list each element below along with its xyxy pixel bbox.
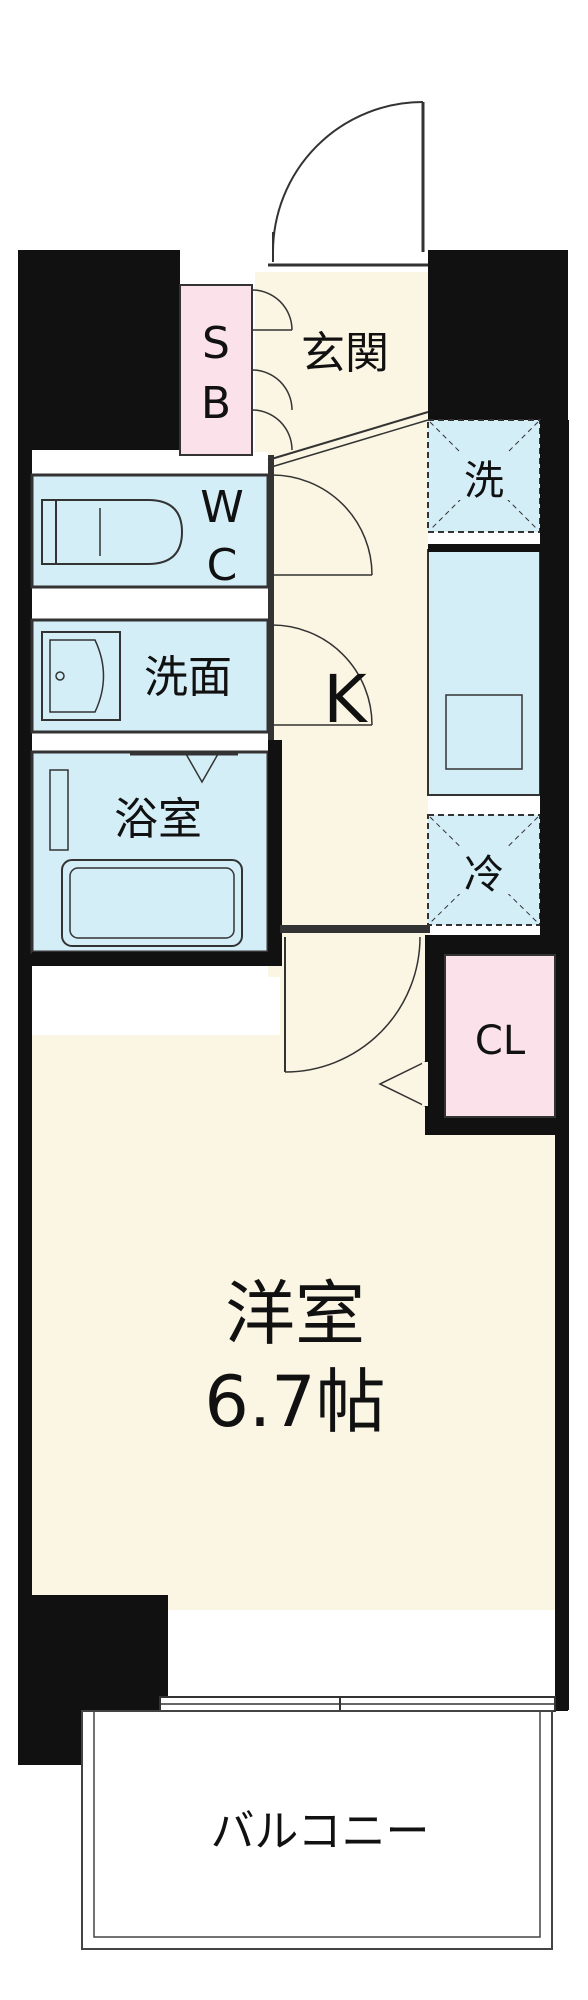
washroom-door-arc bbox=[271, 624, 373, 726]
shoe-box-label-b: B bbox=[201, 378, 231, 429]
wall-entrance-top bbox=[268, 250, 428, 272]
entrance-step-line-2 bbox=[267, 419, 429, 469]
kitchen-sink bbox=[445, 694, 523, 770]
washroom-label: 洗面 bbox=[144, 652, 232, 703]
shoe-box-door-arc-2 bbox=[251, 369, 293, 411]
toilet-door-arc bbox=[271, 474, 373, 576]
partition-wet-bottom bbox=[32, 952, 280, 966]
closet-door-triangle bbox=[378, 1061, 426, 1107]
western-room-upper-floor bbox=[280, 930, 430, 1040]
toilet-bowl-tank bbox=[41, 499, 57, 565]
fridge-label: 冷 bbox=[464, 852, 504, 898]
balcony-inner bbox=[93, 1710, 541, 1938]
western-room-size-label: 6.7帖 bbox=[204, 1361, 385, 1443]
partition-upper bbox=[268, 455, 274, 940]
toilet-label-c: C bbox=[207, 540, 238, 591]
western-room-label: 洋室 bbox=[225, 1273, 365, 1355]
entrance-step-line-1 bbox=[267, 411, 429, 461]
partition-wet-right bbox=[268, 740, 282, 966]
wall-left bbox=[18, 440, 32, 1710]
wash-basin-drain bbox=[55, 671, 65, 681]
shoe-box-door-arc-1 bbox=[251, 289, 293, 331]
bathroom-shelf bbox=[49, 769, 69, 851]
partition-kitchen-bottom bbox=[280, 925, 430, 933]
balcony-label: バルコニー bbox=[210, 1806, 429, 1857]
shoe-box bbox=[179, 284, 253, 456]
entrance-door-arc bbox=[272, 101, 424, 253]
shoe-box-label-s: S bbox=[202, 318, 230, 369]
room-door-arc bbox=[284, 936, 421, 1073]
wall-top-right-block bbox=[428, 250, 568, 425]
balcony bbox=[81, 1710, 553, 1950]
toilet-label-w: W bbox=[200, 482, 244, 533]
shoe-box-door-arc-3 bbox=[251, 409, 293, 451]
closet bbox=[444, 954, 556, 1118]
wall-top-left-block bbox=[18, 250, 180, 450]
kitchen-label: K bbox=[323, 661, 368, 738]
washer-label: 洗 bbox=[464, 458, 504, 504]
bathtub-inner bbox=[69, 867, 235, 939]
wall-right bbox=[555, 420, 569, 1710]
closet-label: CL bbox=[475, 1018, 526, 1064]
toilet-bowl bbox=[55, 499, 184, 565]
wash-basin-bowl bbox=[49, 639, 105, 713]
entrance-floor bbox=[255, 272, 435, 452]
bathroom-label: 浴室 bbox=[114, 794, 202, 845]
entrance-label: 玄関 bbox=[301, 328, 389, 379]
